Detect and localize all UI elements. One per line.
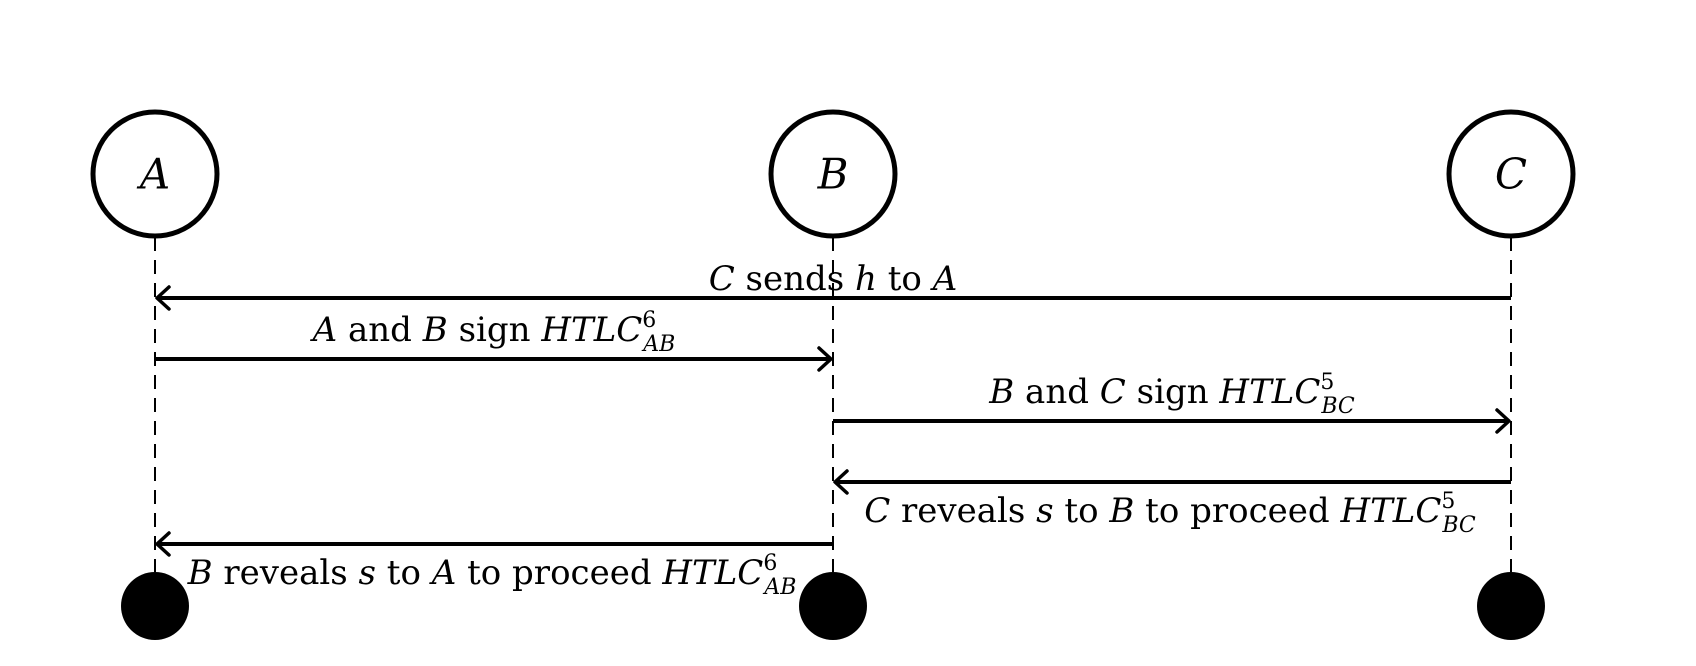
end-marker-c	[1477, 572, 1545, 640]
message-c-sends-h-to-a: C sends h to A	[155, 259, 1511, 311]
message-text-part: B	[187, 553, 213, 593]
arrow-left-icon	[155, 531, 171, 557]
node-c: C	[1446, 109, 1576, 239]
arrow-left-icon	[155, 285, 171, 311]
message-text-part: C	[709, 259, 735, 299]
message-text-part: A	[310, 310, 338, 350]
message-text-part: reveals	[213, 553, 359, 593]
node-a-label: A	[136, 150, 170, 199]
end-marker-a	[121, 572, 189, 640]
message-1-label: C sends h to A	[709, 259, 958, 299]
message-text-part: to proceed	[456, 553, 662, 593]
node-a-circle	[90, 109, 220, 239]
message-text-part: A	[930, 259, 958, 299]
message-text-part: A	[429, 553, 457, 593]
message-text-part: reveals	[890, 491, 1036, 531]
message-text-part: and	[1014, 372, 1100, 412]
message-text-part: s	[359, 553, 376, 593]
end-marker-b	[799, 572, 867, 640]
superscript: 5	[1441, 489, 1455, 514]
node-b-label: B	[817, 150, 849, 199]
subscript: AB	[762, 575, 796, 600]
node-b-circle	[768, 109, 898, 239]
message-text-part: to	[1054, 491, 1110, 531]
message-text-part: B	[422, 310, 448, 350]
message-text-part: h	[855, 259, 877, 299]
message-text-part: to	[877, 259, 933, 299]
message-text-part: HTLC	[1218, 372, 1320, 412]
message-text-part: sends	[735, 259, 855, 299]
superscript: 5	[1320, 370, 1334, 395]
subscript: BC	[1441, 513, 1476, 538]
superscript: 6	[642, 308, 656, 333]
message-text-part: s	[1036, 491, 1053, 531]
message-text-part: and	[337, 310, 423, 350]
node-c-label: C	[1495, 150, 1527, 199]
message-text-part: HTLC	[540, 310, 642, 350]
superscript: 6	[763, 551, 777, 576]
message-text-part: to	[376, 553, 432, 593]
node-b: B	[768, 109, 898, 239]
message-text-part: HTLC	[1339, 491, 1441, 531]
message-text-part: C	[864, 491, 890, 531]
subscript: AB	[641, 332, 675, 357]
arrow-right-icon	[1495, 408, 1511, 434]
message-text-part: sign	[1126, 372, 1220, 412]
message-text-part: B	[988, 372, 1014, 412]
message-text-part: sign	[448, 310, 542, 350]
message-text-part: HTLC	[661, 553, 763, 593]
message-text-part: B	[1108, 491, 1134, 531]
message-text-part: C	[1100, 372, 1126, 412]
arrow-right-icon	[817, 346, 833, 372]
message-text-part: to proceed	[1134, 491, 1340, 531]
arrow-left-icon	[833, 469, 849, 495]
subscript: BC	[1320, 394, 1355, 419]
node-a: A	[90, 109, 220, 239]
node-c-circle	[1446, 109, 1576, 239]
